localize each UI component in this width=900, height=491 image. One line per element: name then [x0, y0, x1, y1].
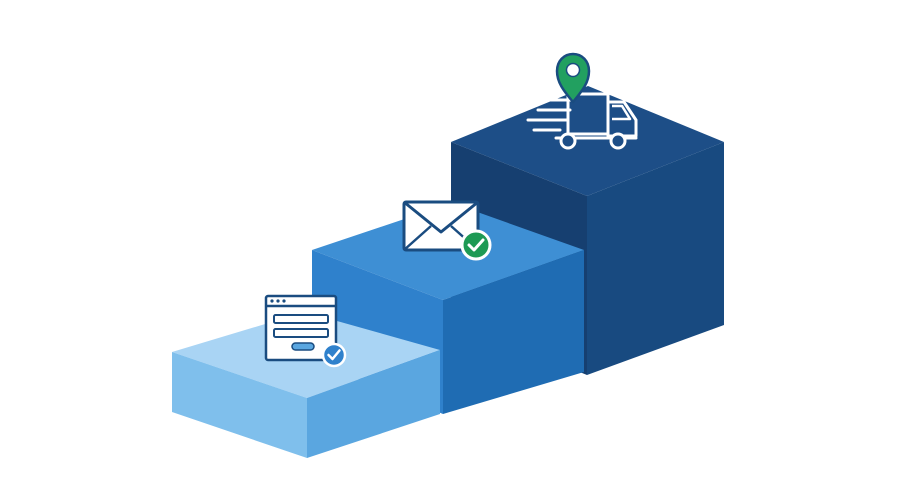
step-1-side-face [307, 350, 440, 458]
truck-wheel-front-icon [609, 132, 627, 150]
step-1-front-face [172, 352, 307, 458]
delivery-truck-location-icon [526, 52, 638, 150]
step-2-side-face [443, 250, 584, 414]
email-check-badge-icon [460, 229, 492, 261]
truck-wheel-rear-icon [559, 132, 577, 150]
email-check-icon [402, 200, 492, 261]
form-check-badge-icon [321, 342, 347, 368]
truck-cab-icon [606, 100, 638, 138]
location-pin-icon [555, 52, 591, 104]
step-3-top-face [451, 86, 724, 196]
web-form-check-icon [264, 294, 347, 368]
step-3-side-face [587, 142, 724, 375]
